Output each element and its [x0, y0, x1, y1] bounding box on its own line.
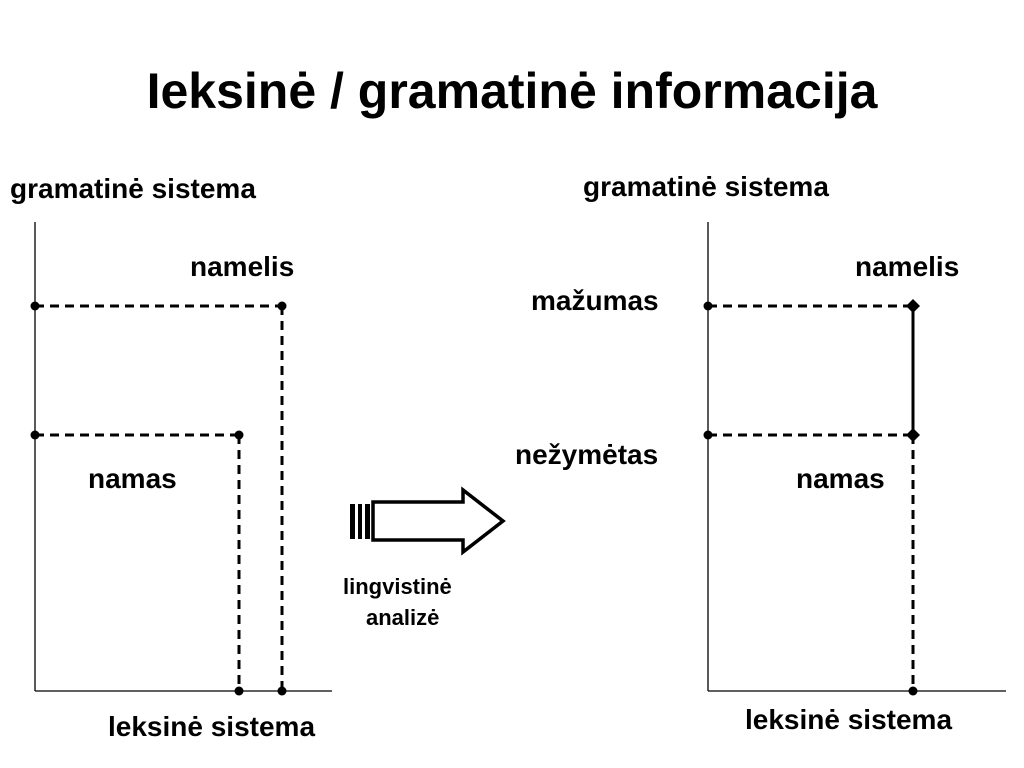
arrow-tail-stripe-3	[365, 504, 370, 539]
left-y-axis-label: gramatinė sistema	[10, 173, 256, 204]
right-point-namelis	[906, 299, 920, 313]
left-x-axis-label: leksinė sistema	[108, 711, 316, 742]
right-axes	[707, 222, 1006, 692]
right-guides	[708, 304, 915, 691]
arrow-body	[371, 486, 506, 556]
left-point-namelis	[277, 301, 287, 311]
left-point-y-namas	[30, 430, 40, 440]
analysis-arrow	[350, 486, 506, 556]
right-word-namelis: namelis	[855, 251, 960, 282]
right-points	[703, 299, 920, 696]
left-point-y-namelis	[30, 301, 40, 311]
right-point-y-nezymetas	[703, 430, 713, 440]
right-point-x-namas	[908, 686, 918, 696]
arrow-caption-line2: analizė	[366, 605, 440, 630]
right-category-nezymetas: nežymėtas	[515, 439, 659, 470]
right-point-namas	[906, 428, 920, 442]
left-point-x-namas	[234, 686, 244, 696]
left-point-namas	[234, 430, 244, 440]
right-y-axis-label: gramatinė sistema	[583, 171, 829, 202]
arrow-tail-stripe-1	[350, 504, 355, 539]
right-category-mazumas: mažumas	[531, 285, 659, 316]
left-word-namelis: namelis	[190, 251, 295, 282]
slide-title: Ieksinė / gramatinė informacija	[146, 63, 878, 119]
right-word-namas: namas	[796, 463, 885, 494]
arrow-caption-line1: lingvistinė	[343, 574, 452, 599]
left-point-x-namelis	[277, 686, 287, 696]
arrow-tail-stripe-2	[358, 504, 362, 539]
left-word-namas: namas	[88, 463, 177, 494]
left-points	[30, 301, 287, 696]
right-point-y-mazumas	[703, 301, 713, 311]
left-axes	[34, 222, 332, 692]
left-guides	[35, 304, 284, 691]
right-x-axis-label: leksinė sistema	[745, 704, 953, 735]
